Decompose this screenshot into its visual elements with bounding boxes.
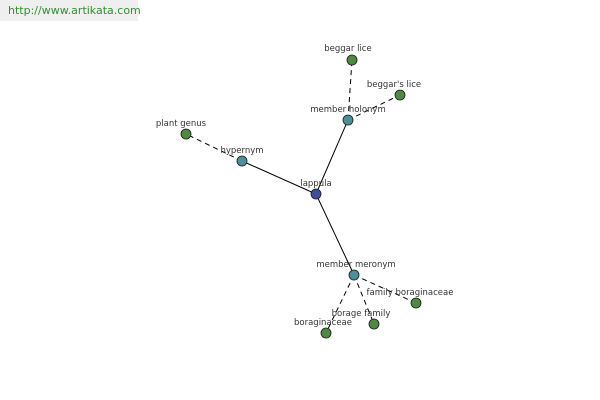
node-lappula[interactable]: lappula xyxy=(300,179,332,200)
node-label: borage family xyxy=(332,309,391,319)
node-marker[interactable] xyxy=(320,327,332,339)
node-label: beggar's lice xyxy=(367,80,421,90)
node-borage-family[interactable]: borage family xyxy=(332,309,391,330)
node-boraginaceae[interactable]: boraginaceae xyxy=(294,318,352,339)
node-label: family boraginaceae xyxy=(367,288,454,298)
node-label: member holonym xyxy=(310,105,385,115)
node-label: member meronym xyxy=(316,260,395,270)
node-marker[interactable] xyxy=(310,188,322,200)
graph-nodes: lappula member holonym hypernym member mero… xyxy=(156,44,454,339)
node-marker[interactable] xyxy=(394,89,406,101)
edge-hypernym-to-plant-genus xyxy=(185,133,243,162)
node-plant-genus[interactable]: plant genus xyxy=(156,119,207,140)
node-hypernym[interactable]: hypernym xyxy=(220,146,264,167)
node-marker[interactable] xyxy=(346,54,358,66)
edge-lappula-to-hypernym xyxy=(241,160,317,195)
edge-member-meronym-to-family-boraginaceae xyxy=(353,274,417,304)
watermark: http://www.artikata.com xyxy=(0,0,141,21)
edge-lappula-to-member-meronym xyxy=(315,193,355,276)
node-marker[interactable] xyxy=(342,114,354,126)
edge-member-holonym-to-beggars-lice xyxy=(347,94,401,121)
edge-member-meronym-to-boraginaceae xyxy=(325,274,355,334)
node-marker[interactable] xyxy=(236,155,248,167)
watermark-url[interactable]: http://www.artikata.com xyxy=(8,4,141,17)
node-label: plant genus xyxy=(156,119,207,129)
node-marker[interactable] xyxy=(348,269,360,281)
node-member-meronym[interactable]: member meronym xyxy=(316,260,396,281)
node-beggars-lice[interactable]: beggar's lice xyxy=(367,80,421,101)
edge-member-holonym-to-beggar-lice xyxy=(347,59,353,121)
graph-edges xyxy=(185,59,417,334)
node-label: beggar lice xyxy=(324,44,371,54)
edge-lappula-to-member-holonym xyxy=(315,119,349,195)
node-marker[interactable] xyxy=(368,318,380,330)
node-label: hypernym xyxy=(220,146,263,156)
node-member-holonym[interactable]: member holonym xyxy=(310,105,386,126)
node-marker[interactable] xyxy=(410,297,422,309)
node-label: boraginaceae xyxy=(294,318,352,328)
node-marker[interactable] xyxy=(180,128,192,140)
node-label: lappula xyxy=(300,179,331,189)
node-beggar-lice[interactable]: beggar lice xyxy=(324,44,372,66)
node-family-boraginaceae[interactable]: family boraginaceae xyxy=(367,288,454,309)
